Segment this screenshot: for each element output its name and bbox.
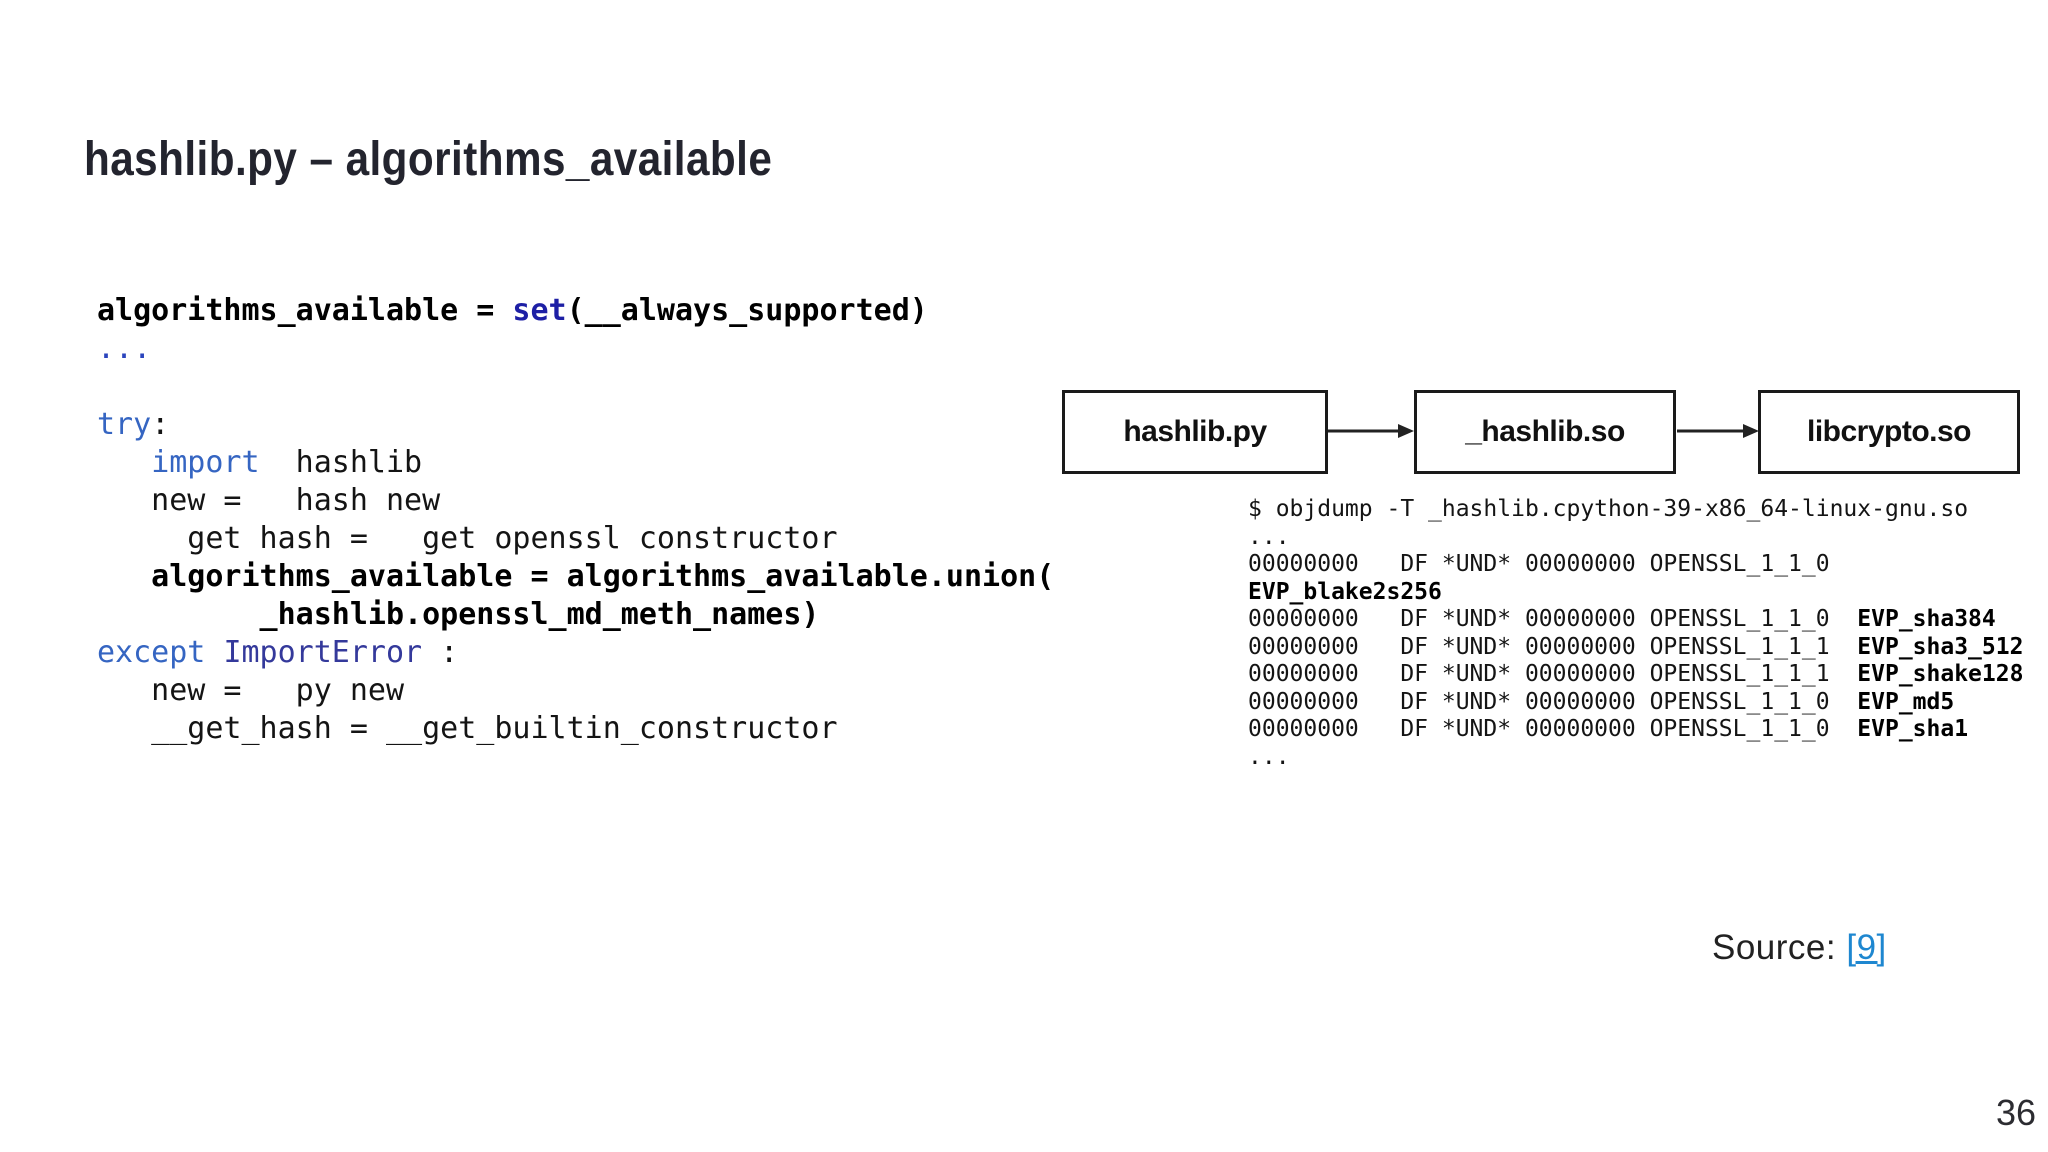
- diagram-box-label: libcrypto.so: [1806, 415, 1972, 448]
- arrow-right-icon: [1328, 421, 1414, 446]
- diagram-box-hashlib-so: _hashlib.so: [1414, 390, 1676, 474]
- diagram-box-hashlib-py: hashlib.py: [1062, 390, 1328, 474]
- source-label: Source:: [1712, 928, 1847, 967]
- code-block: algorithms_available = set(__always_supp…: [97, 293, 1055, 746]
- diagram-box-label: _hashlib.so: [1465, 415, 1625, 448]
- source-citation: Source: [9]: [1712, 928, 1887, 968]
- page-title: hashlib.py – algorithms_available: [84, 133, 773, 186]
- page-number: 36: [1995, 1092, 2036, 1133]
- arrow-right-icon: [1677, 421, 1759, 446]
- source-reference-link[interactable]: [9]: [1846, 928, 1887, 967]
- diagram-box-libcrypto-so: libcrypto.so: [1758, 390, 2020, 474]
- objdump-output: $ objdump -T _hashlib.cpython-39-x86_64-…: [1248, 496, 2024, 770]
- diagram-box-label: hashlib.py: [1123, 415, 1267, 448]
